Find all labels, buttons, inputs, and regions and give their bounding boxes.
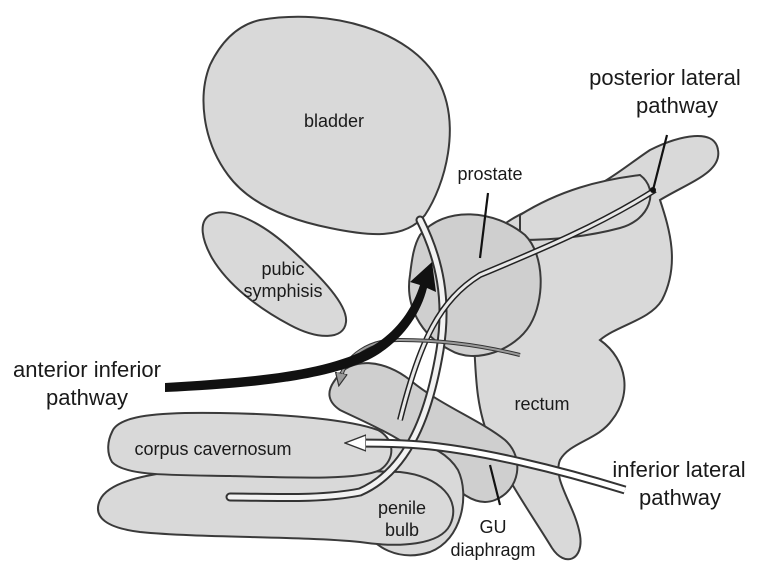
rectum-label: rectum [514,394,569,414]
bladder-label: bladder [304,111,364,131]
inferior-lateral-label-2: pathway [639,485,721,510]
gu-label: GU [480,517,507,537]
pubic-label: pubic [261,259,304,279]
posterior-lateral-label-1: posterior lateral [589,65,741,90]
prostate-label: prostate [457,164,522,184]
posterior-lateral-label-2: pathway [636,93,718,118]
symphisis-label: symphisis [243,281,322,301]
diaphragm-label: diaphragm [450,540,535,560]
bulb-label: bulb [385,520,419,540]
anterior-inferior-label-2: pathway [46,385,128,410]
anterior-inferior-label-1: anterior inferior [13,357,161,382]
corpus-cavernosum-label: corpus cavernosum [134,439,291,459]
penile-label: penile [378,498,426,518]
inferior-lateral-label-1: inferior lateral [612,457,745,482]
posterior-lateral-dot [650,187,656,193]
